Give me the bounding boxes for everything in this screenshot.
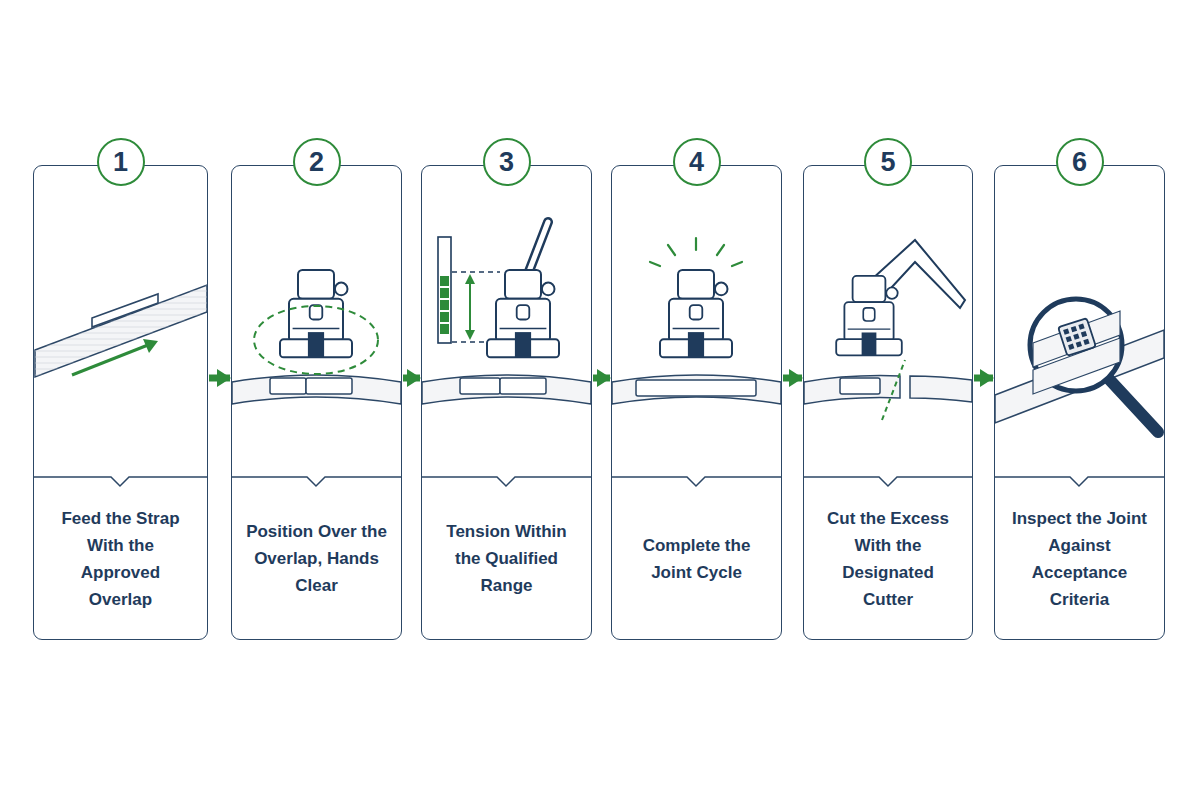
inspection-magnifier [995,299,1164,432]
step-caption: Cut the Excess With the Designated Cutte… [817,505,959,613]
step-badge: 1 [97,138,145,186]
step-arrow [974,375,993,382]
caption-area: Position Over the Overlap, Hands Clear [232,478,401,639]
step-arrow [209,375,230,382]
step-panel: Tension Within the Qualified Range [421,165,592,640]
step-panel: Cut the Excess With the Designated Cutte… [803,165,973,640]
step-number: 3 [499,149,514,176]
step-number: 4 [689,149,704,176]
step-badge: 4 [673,138,721,186]
step-arrow [403,375,420,382]
step-panel: Inspect the Joint Against Acceptance Cri… [994,165,1165,640]
step-panel: Feed the Strap With the Approved Overlap [33,165,208,640]
step-caption: Feed the Strap With the Approved Overlap [50,505,192,613]
step-badge: 5 [864,138,912,186]
strap-feed [35,285,207,377]
step-panel: Complete the Joint Cycle [611,165,782,640]
step-caption: Inspect the Joint Against Acceptance Cri… [1009,505,1151,613]
strap-overlap [270,378,880,396]
step-caption: Position Over the Overlap, Hands Clear [246,518,388,599]
step-badge: 2 [293,138,341,186]
caption-area: Feed the Strap With the Approved Overlap [34,478,207,639]
caption-area: Complete the Joint Cycle [612,478,781,639]
step-badge: 6 [1056,138,1104,186]
caption-area: Cut the Excess With the Designated Cutte… [804,478,972,639]
step-arrow [783,375,802,382]
strap-band [232,375,972,404]
cut-line [882,360,905,420]
step-number: 5 [880,149,895,176]
tension-gauge [438,237,500,343]
step-caption: Complete the Joint Cycle [626,532,768,586]
step-badge: 3 [483,138,531,186]
caption-area: Tension Within the Qualified Range [422,478,591,639]
step-number: 2 [309,149,324,176]
step-number: 1 [113,149,128,176]
cycle-burst [650,238,742,266]
step-number: 6 [1072,149,1087,176]
step-panel: Position Over the Overlap, Hands Clear [231,165,402,640]
step-arrow [593,375,610,382]
hands-clear-zone [254,306,378,374]
step-caption: Tension Within the Qualified Range [436,518,578,599]
caption-area: Inspect the Joint Against Acceptance Cri… [995,478,1164,639]
